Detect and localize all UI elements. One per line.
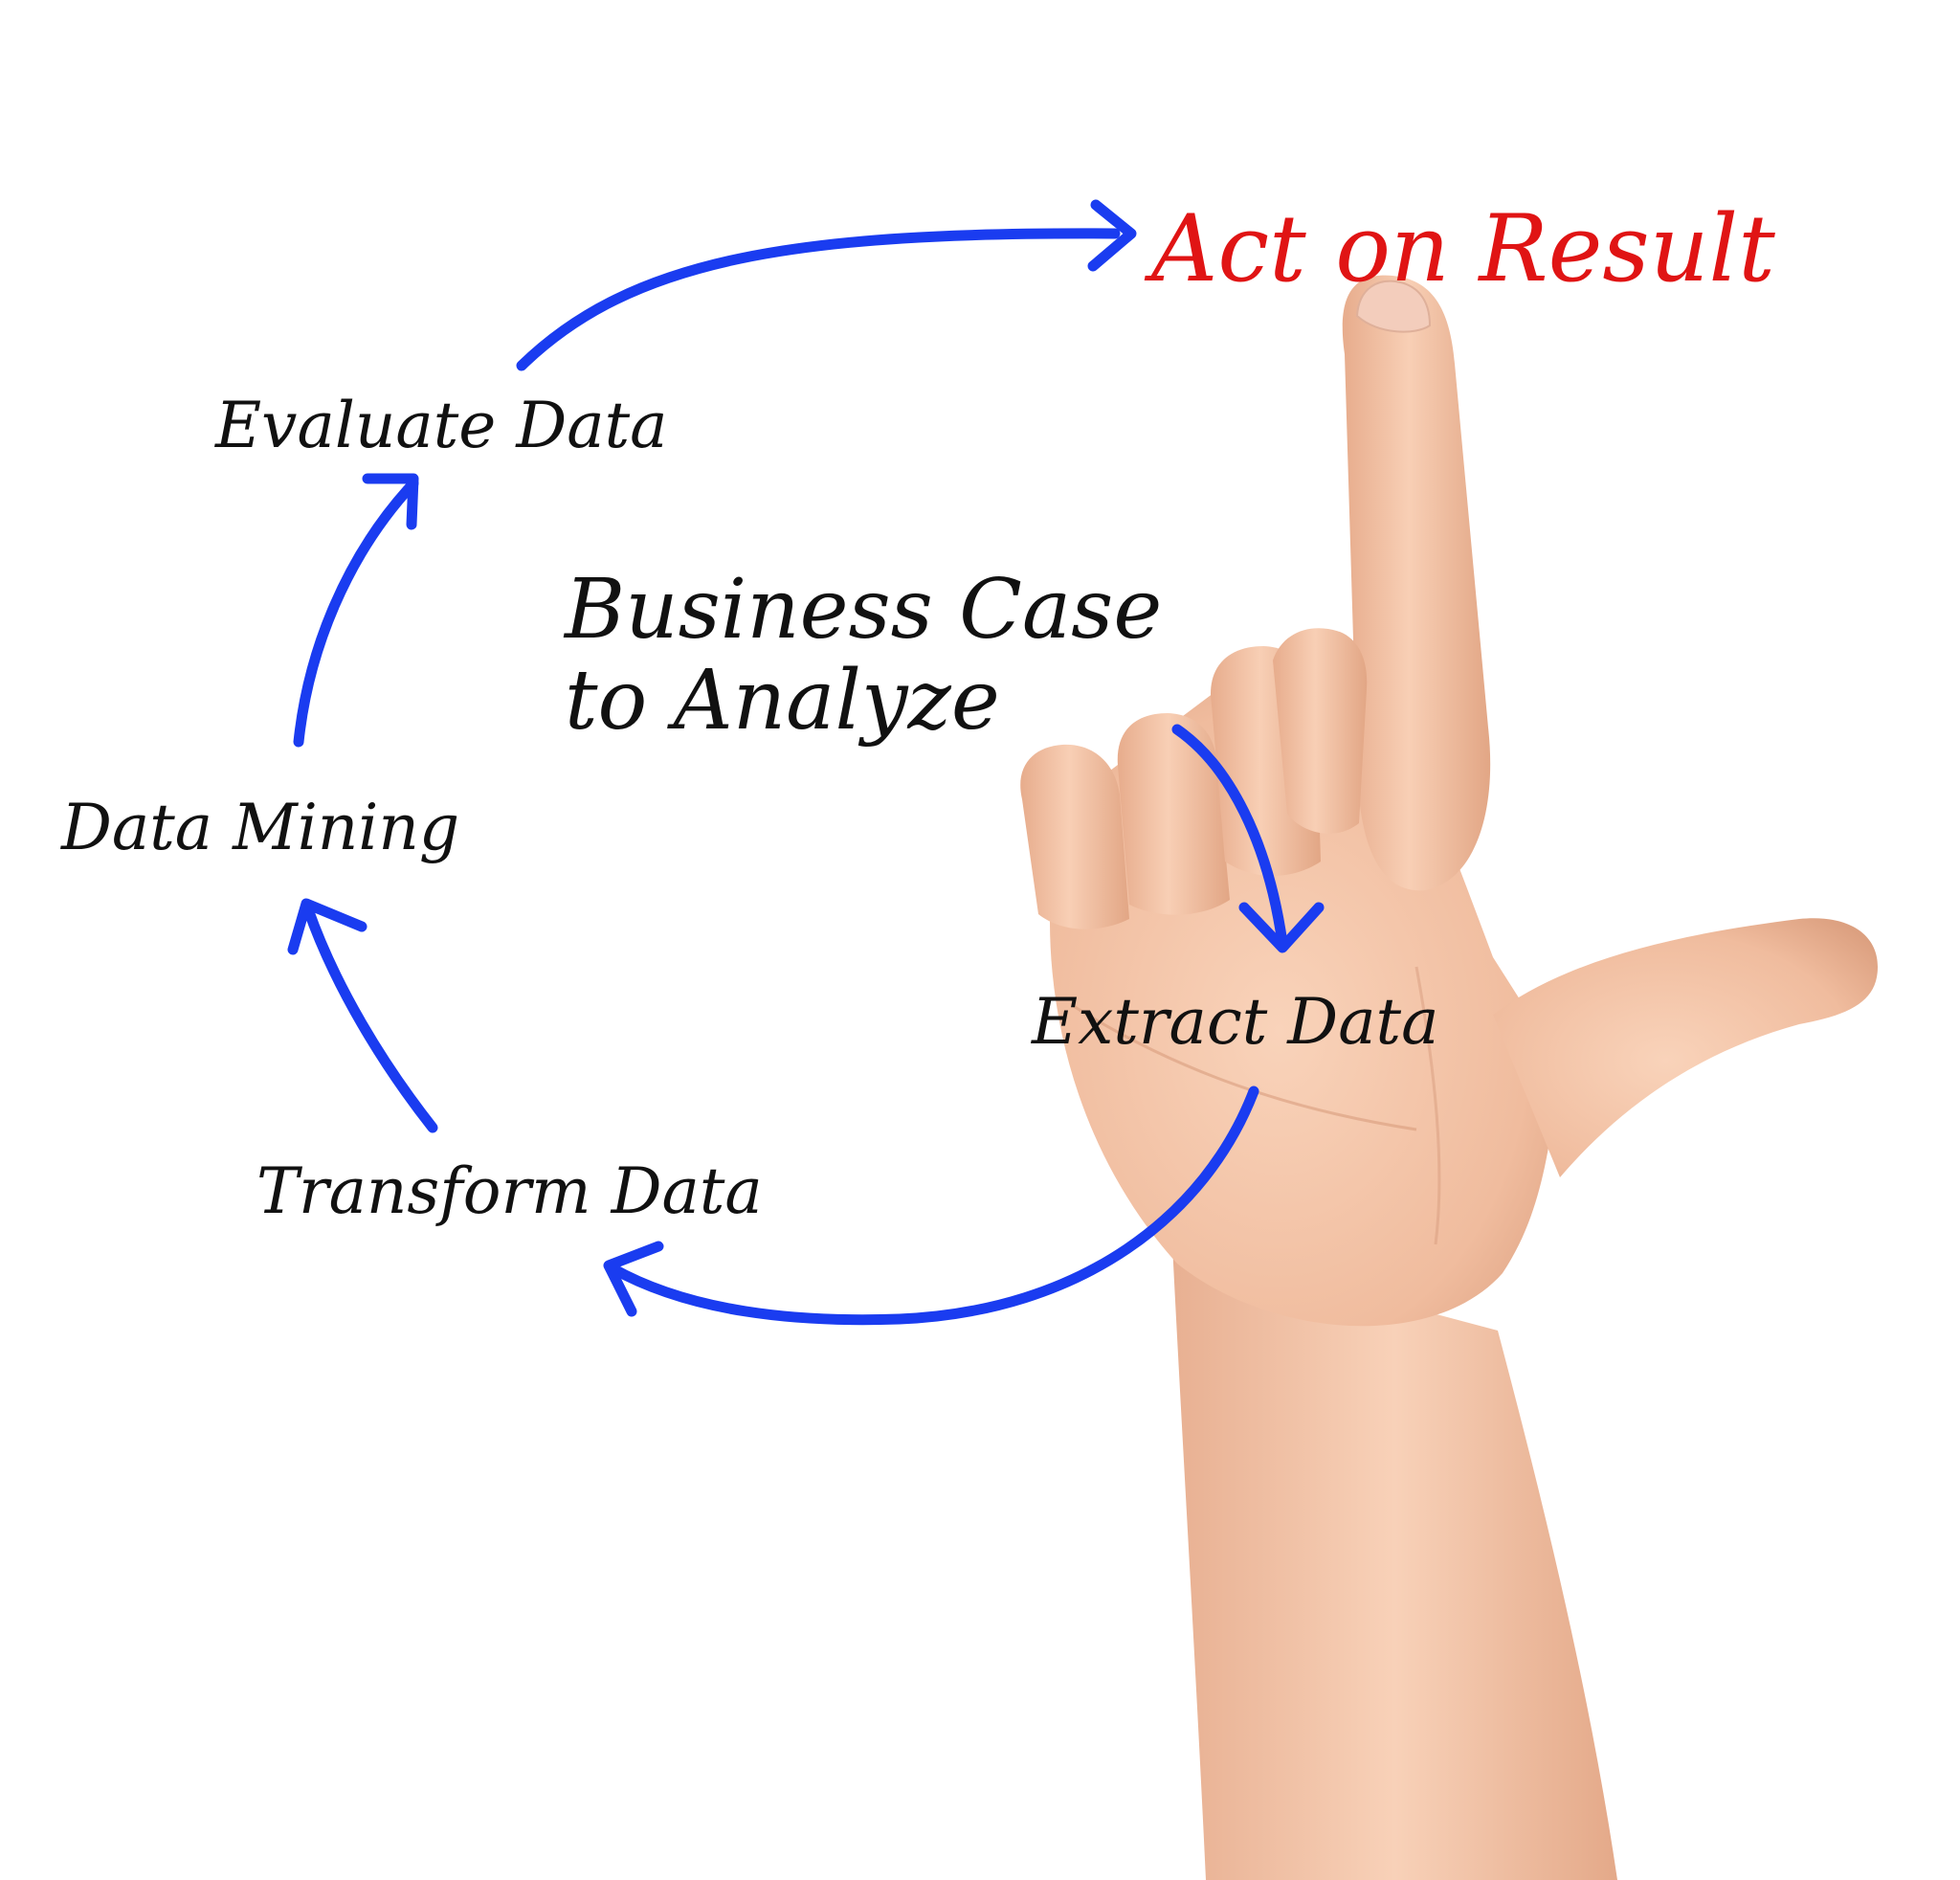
cycle-arrows [287,199,1325,1326]
arrow-mining-to-evaluate [293,478,419,748]
hand-thumb [1493,918,1878,1177]
hand-palm-crease [1414,966,1441,1245]
step-data-mining: Data Mining [61,791,460,864]
hand-curled-finger-4 [1273,628,1368,834]
center-topic-line1: Business Case [565,562,1163,658]
hand-fingernail [1355,280,1432,333]
hand-index-finger [1342,275,1491,891]
hand-curled-finger-2 [1117,713,1230,915]
hand-wrist [1172,1244,1617,1880]
arrow-head [603,1241,664,1317]
arrow-head [362,473,419,530]
step-transform-data: Transform Data [256,1154,763,1228]
arrow-head [1238,902,1325,953]
arrow-head [287,898,368,955]
center-topic: Business Case to Analyze [565,565,1162,746]
arrow-extract-to-transform [607,1085,1259,1326]
result-label: Act on Result [1151,195,1775,302]
arrow-head [1087,199,1137,272]
center-topic-line2: to Analyze [565,652,1000,749]
arrow-transform-to-mining [302,904,438,1133]
arrow-topic-to-extract [1171,724,1288,949]
arrow-evaluate-to-result [516,228,1121,371]
hand-curled-finger-1 [1020,744,1129,929]
hand-palm-crease [1071,1003,1417,1131]
step-evaluate-data: Evaluate Data [215,389,668,462]
hand-pointing-illustration [1020,275,1878,1880]
step-extract-data: Extract Data [1032,985,1439,1059]
